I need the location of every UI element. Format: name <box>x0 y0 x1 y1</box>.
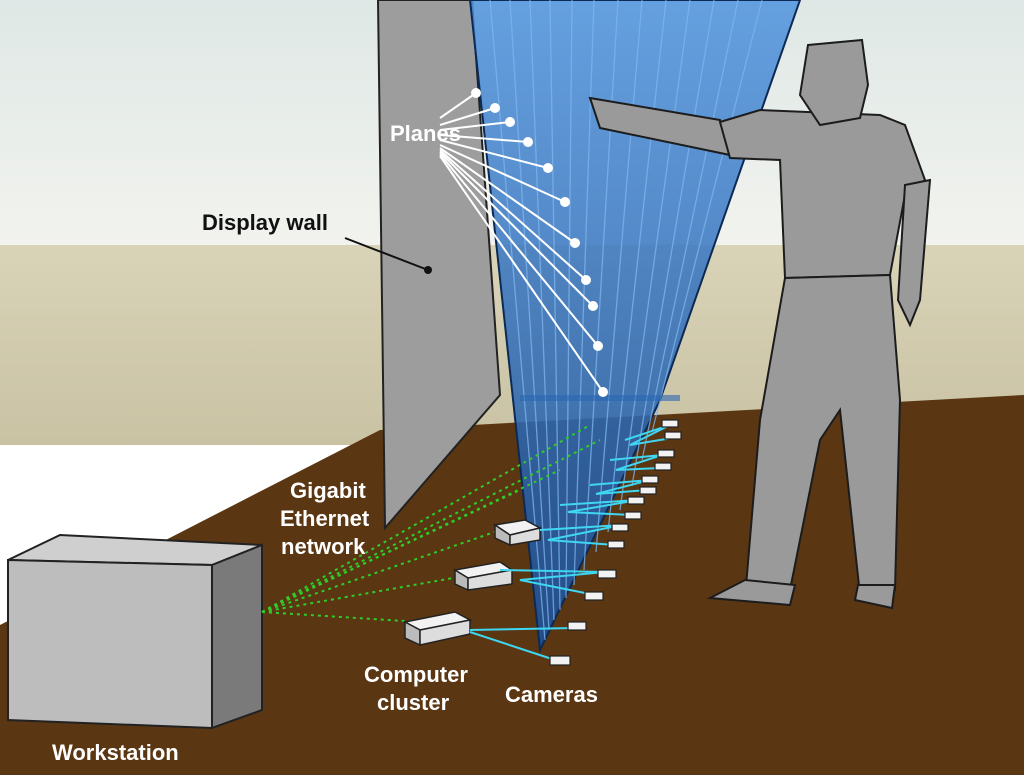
label-cameras: Cameras <box>505 682 598 707</box>
display-wall-panel <box>376 0 502 531</box>
cluster-units <box>402 519 543 647</box>
person-figure <box>588 38 932 610</box>
label-workstation: Workstation <box>52 740 179 765</box>
label-network-line3: network <box>281 534 366 559</box>
camera-links <box>469 424 673 661</box>
label-cluster-line2: cluster <box>377 690 450 715</box>
label-network-line2: Ethernet <box>280 506 370 531</box>
label-network-line1: Gigabit <box>290 478 366 503</box>
label-display-wall: Display wall <box>202 210 328 235</box>
label-cluster-line1: Computer <box>364 662 468 687</box>
display-wall-pointer <box>344 237 432 274</box>
camera-units <box>549 419 682 666</box>
label-planes: Planes <box>390 121 461 146</box>
workstation-box <box>7 533 263 730</box>
planes-pointers <box>439 88 608 397</box>
network-links <box>261 424 601 623</box>
